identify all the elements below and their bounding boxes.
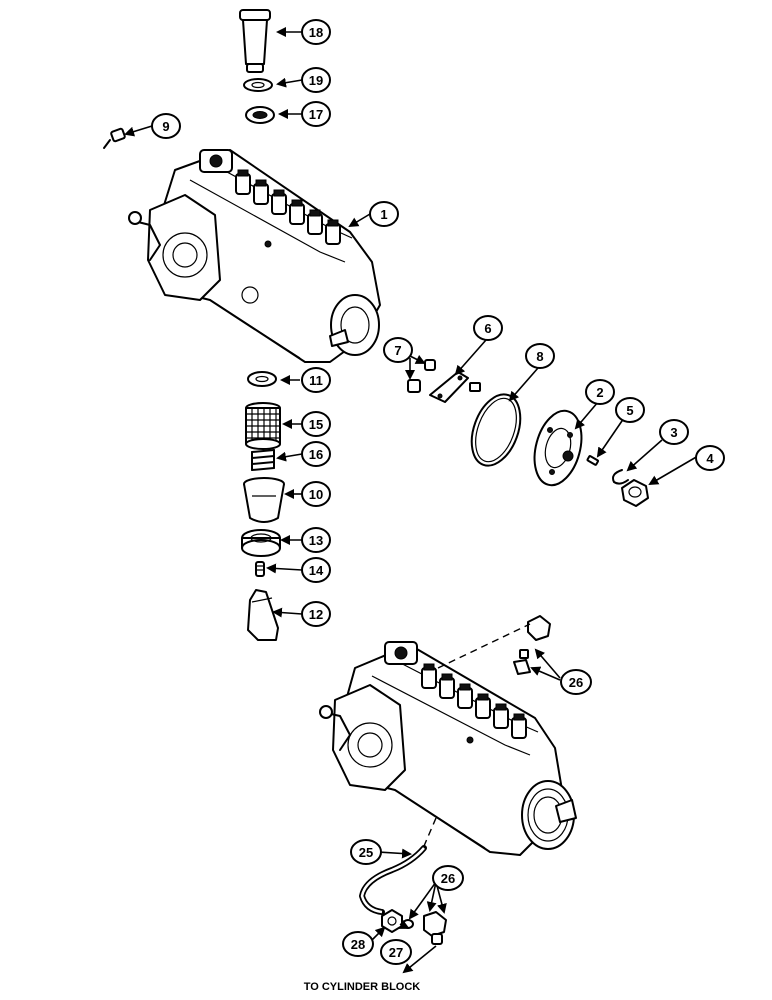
lock-washer-part-3 (612, 469, 629, 485)
key-part-5 (586, 455, 599, 466)
svg-text:16: 16 (309, 447, 323, 462)
svg-text:18: 18 (309, 25, 323, 40)
delivery-valve-outlets-lower (421, 663, 527, 739)
svg-text:10: 10 (309, 487, 323, 502)
washer-part-19 (243, 78, 273, 92)
filter-cap-part-18 (239, 9, 271, 73)
callout-14: 14 (301, 557, 331, 583)
callout-17: 17 (301, 101, 331, 127)
callout-6: 6 (473, 315, 503, 341)
o-ring-part-8 (470, 393, 522, 467)
callout-2: 2 (585, 379, 615, 405)
svg-text:27: 27 (389, 945, 403, 960)
callout-15: 15 (301, 411, 331, 437)
connection-line-top (437, 623, 531, 669)
callout-5: 5 (615, 397, 645, 423)
callout-4: 4 (695, 445, 725, 471)
callout-27: 27 (380, 939, 412, 965)
svg-text:28: 28 (351, 937, 365, 952)
svg-text:9: 9 (162, 119, 169, 134)
svg-text:6: 6 (484, 321, 491, 336)
callout-7: 7 (383, 337, 413, 363)
gasket-part-11 (247, 371, 277, 387)
leak-off-pipe-part-25 (359, 845, 427, 915)
svg-text:7: 7 (394, 343, 401, 358)
callout-8: 8 (525, 343, 555, 369)
svg-text:5: 5 (626, 403, 633, 418)
callout-10: 10 (301, 481, 331, 507)
retaining-clip-part-12 (247, 589, 279, 641)
svg-text:11: 11 (309, 373, 323, 388)
callout-13: 13 (301, 527, 331, 553)
callout-19: 19 (301, 67, 331, 93)
svg-text:8: 8 (536, 349, 543, 364)
svg-text:2: 2 (596, 385, 603, 400)
filter-bowl-part-10 (243, 477, 285, 523)
callout-25: 25 (350, 839, 382, 865)
connection-line-bottom (423, 817, 437, 847)
svg-text:14: 14 (309, 563, 324, 578)
hub-part-2 (533, 409, 583, 487)
injection-pump-upper (128, 149, 381, 363)
callout-11: 11 (301, 367, 331, 393)
bolt-part-9 (103, 127, 126, 149)
callout-26-top: 26 (560, 669, 592, 695)
injection-pump-lower (319, 641, 577, 856)
callout-1: 1 (369, 201, 399, 227)
callout-12: 12 (301, 601, 331, 627)
to-cylinder-block-caption: TO CYLINDER BLOCK (304, 981, 421, 993)
callout-18: 18 (301, 19, 331, 45)
svg-text:26: 26 (441, 871, 455, 886)
fitting-part-28 (381, 909, 403, 933)
bleed-screw-part-14 (255, 561, 265, 577)
svg-text:12: 12 (309, 607, 323, 622)
callout-9: 9 (151, 113, 181, 139)
svg-text:19: 19 (309, 73, 323, 88)
filter-element-part-15 (245, 402, 281, 450)
callout-16: 16 (301, 441, 331, 467)
callout-28: 28 (342, 931, 374, 957)
locking-plate-part-6 (429, 371, 481, 403)
svg-text:25: 25 (359, 845, 373, 860)
nuts-part-7 (407, 359, 436, 393)
svg-text:13: 13 (309, 533, 323, 548)
callout-3: 3 (659, 419, 689, 445)
banjo-fitting-part-26-bottom (423, 911, 447, 945)
svg-text:3: 3 (670, 425, 677, 440)
svg-text:26: 26 (569, 675, 583, 690)
svg-text:1: 1 (380, 207, 387, 222)
hex-nut-part-4 (621, 479, 649, 507)
leader-lines (124, 27, 699, 974)
callout-26-bottom: 26 (432, 865, 464, 891)
delivery-valve-outlets (235, 169, 341, 245)
banjo-fittings-part-26-top (513, 615, 551, 675)
svg-text:17: 17 (309, 107, 323, 122)
svg-text:15: 15 (309, 417, 323, 432)
svg-text:4: 4 (706, 451, 714, 466)
seal-part-17 (245, 106, 275, 124)
ring-nut-part-13 (241, 529, 281, 557)
spring-part-16 (251, 449, 275, 471)
